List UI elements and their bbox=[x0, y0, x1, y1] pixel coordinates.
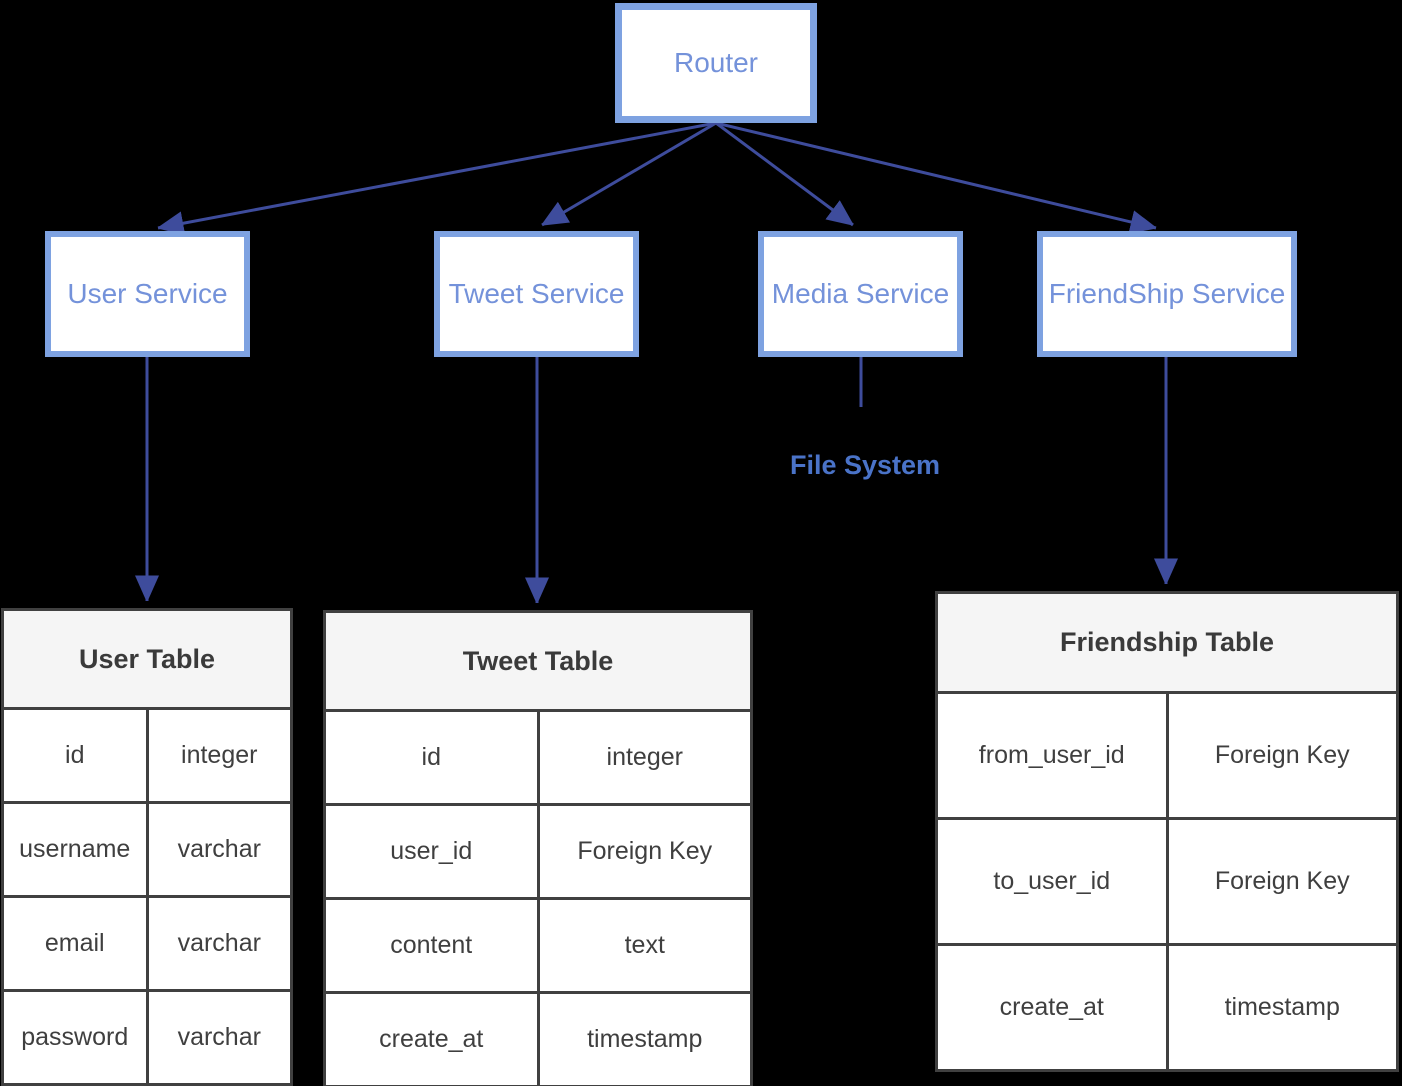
router-node: Router bbox=[615, 3, 817, 123]
table-row: create_at timestamp bbox=[935, 943, 1399, 1072]
table-row: id integer bbox=[323, 709, 753, 806]
user-service-node: User Service bbox=[45, 231, 250, 357]
friendship-table-title: Friendship Table bbox=[935, 591, 1399, 694]
table-row: from_user_id Foreign Key bbox=[935, 691, 1399, 820]
tweet-table-cell: text bbox=[536, 897, 753, 994]
arrow-router-to-media-service bbox=[715, 121, 853, 227]
friendship-service-node-label: FriendShip Service bbox=[1048, 278, 1286, 309]
file-system-label: File System bbox=[790, 450, 941, 480]
user-table-cell: varchar bbox=[145, 989, 293, 1086]
user-service-node-label: User Service bbox=[67, 278, 228, 309]
friendship-table: Friendship Table from_user_id Foreign Ke… bbox=[935, 591, 1399, 1072]
table-row: email varchar bbox=[1, 895, 293, 992]
user-table-cell: id bbox=[1, 707, 149, 804]
media-service-node: Media Service bbox=[758, 231, 963, 357]
tweet-service-node-label: Tweet Service bbox=[448, 278, 625, 309]
friendship-table-cell: timestamp bbox=[1165, 943, 1399, 1072]
tweet-table-cell: Foreign Key bbox=[536, 803, 753, 900]
tweet-table-cell: user_id bbox=[323, 803, 540, 900]
table-row: password varchar bbox=[1, 989, 293, 1086]
user-table-cell: integer bbox=[145, 707, 293, 804]
user-table-cell: password bbox=[1, 989, 149, 1086]
arrow-router-to-tweet-service bbox=[542, 121, 717, 227]
friendship-service-node: FriendShip Service bbox=[1037, 231, 1297, 357]
user-table-title: User Table bbox=[1, 608, 293, 710]
friendship-table-cell: from_user_id bbox=[935, 691, 1169, 820]
user-table-cell: varchar bbox=[145, 895, 293, 992]
table-row: username varchar bbox=[1, 801, 293, 898]
table-row: to_user_id Foreign Key bbox=[935, 817, 1399, 946]
tweet-table-title: Tweet Table bbox=[323, 610, 753, 712]
table-row: content text bbox=[323, 897, 753, 994]
tweet-table-cell: integer bbox=[536, 709, 753, 806]
table-row: id integer bbox=[1, 707, 293, 804]
user-table-cell: varchar bbox=[145, 801, 293, 898]
tweet-table-cell: id bbox=[323, 709, 540, 806]
friendship-table-cell: Foreign Key bbox=[1165, 817, 1399, 946]
arrow-router-to-user-service bbox=[158, 121, 717, 228]
tweet-service-node: Tweet Service bbox=[434, 231, 639, 357]
friendship-table-header-row: Friendship Table bbox=[935, 591, 1399, 694]
friendship-table-cell: create_at bbox=[935, 943, 1169, 1072]
arrow-router-to-friendship-service bbox=[715, 121, 1156, 228]
user-table-cell: username bbox=[1, 801, 149, 898]
friendship-table-cell: to_user_id bbox=[935, 817, 1169, 946]
router-node-label: Router bbox=[673, 47, 759, 78]
user-table: User Table id integer username varchar e… bbox=[1, 608, 293, 1086]
tweet-table-cell: timestamp bbox=[536, 991, 753, 1086]
tweet-table-cell: content bbox=[323, 897, 540, 994]
tweet-table-cell: create_at bbox=[323, 991, 540, 1086]
table-row: user_id Foreign Key bbox=[323, 803, 753, 900]
user-table-header-row: User Table bbox=[1, 608, 293, 710]
tweet-table: Tweet Table id integer user_id Foreign K… bbox=[323, 610, 753, 1086]
tweet-table-header-row: Tweet Table bbox=[323, 610, 753, 712]
media-service-node-label: Media Service bbox=[771, 278, 950, 309]
table-row: create_at timestamp bbox=[323, 991, 753, 1086]
user-table-cell: email bbox=[1, 895, 149, 992]
friendship-table-cell: Foreign Key bbox=[1165, 691, 1399, 820]
